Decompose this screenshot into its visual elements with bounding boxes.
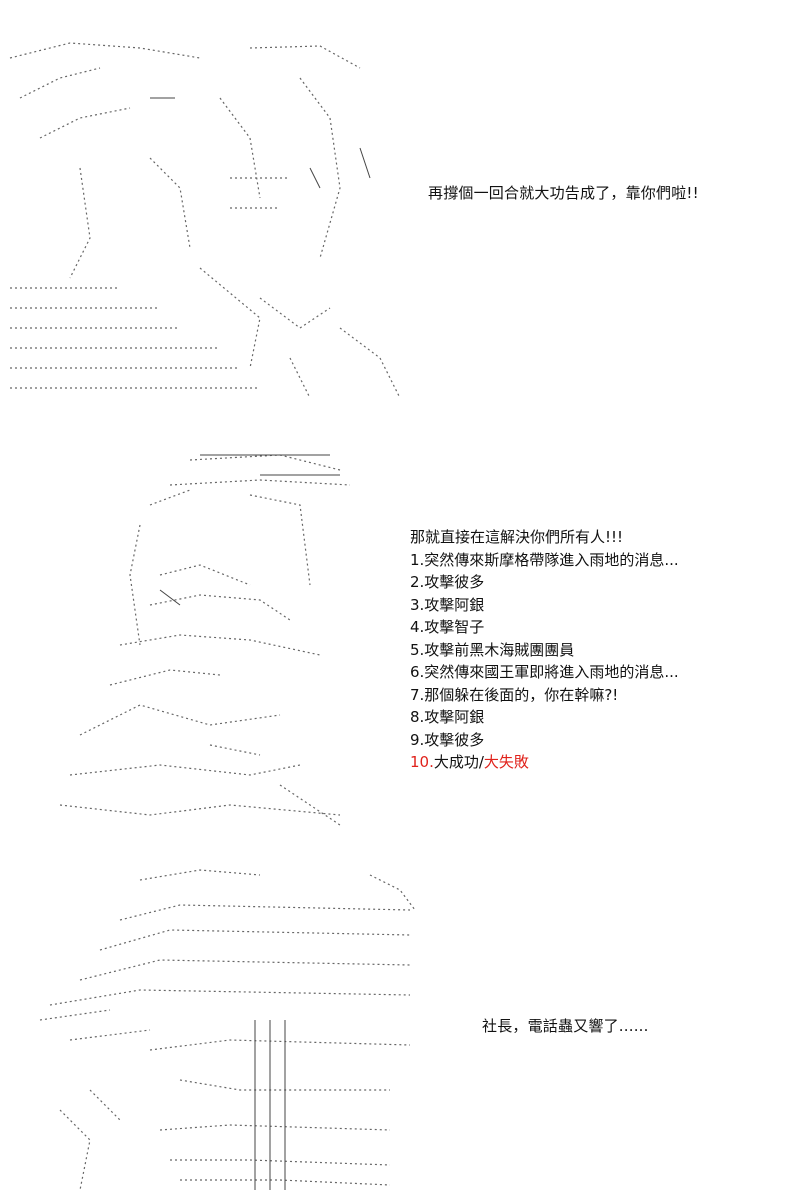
option-list: 那就直接在這解決你們所有人!!! 1.突然傳來斯摩格帶隊進入雨地的消息... 2… xyxy=(410,526,679,774)
panel-3: 社長，電話蟲又響了...... xyxy=(0,855,800,1200)
caption-1: 再撐個一回合就大功告成了，靠你們啦!! xyxy=(428,184,699,202)
ascii-art-character-3 xyxy=(30,860,430,1195)
option-3: 3.攻擊阿銀 xyxy=(410,595,485,614)
option-2: 2.攻擊彼多 xyxy=(410,573,485,591)
ascii-art-drawing-1 xyxy=(9,42,401,399)
option-10-number: 10. xyxy=(410,753,434,771)
options-heading: 那就直接在這解決你們所有人!!! xyxy=(410,528,624,546)
panel-2: 那就直接在這解決你們所有人!!! 1.突然傳來斯摩格帶隊進入雨地的消息... 2… xyxy=(0,440,800,840)
option-4: 4.攻擊智子 xyxy=(410,618,485,636)
option-10-failure: 大失敗 xyxy=(483,753,529,771)
option-6: 6.突然傳來國王軍即將進入雨地的消息... xyxy=(410,663,679,681)
option-10-success: 大成功/ xyxy=(433,753,484,771)
option-10: 10.大成功/大失敗 xyxy=(410,751,679,774)
ascii-art-character-2 xyxy=(50,445,355,830)
ascii-art-character-1 xyxy=(0,38,440,408)
caption-3: 社長，電話蟲又響了...... xyxy=(482,1017,649,1035)
ascii-art-drawing-2 xyxy=(59,454,351,826)
option-5: 5.攻擊前黑木海賊團團員 xyxy=(410,640,575,659)
option-8: 8.攻擊阿銀 xyxy=(410,708,485,726)
panel-1: 再撐個一回合就大功告成了，靠你們啦!! xyxy=(0,0,800,420)
option-9: 9.攻擊彼多 xyxy=(410,730,485,749)
option-7: 7.那個躲在後面的，你在幹嘛?! xyxy=(410,685,619,704)
ascii-art-drawing-3 xyxy=(39,869,416,1191)
option-1: 1.突然傳來斯摩格帶隊進入雨地的消息... xyxy=(410,550,679,569)
